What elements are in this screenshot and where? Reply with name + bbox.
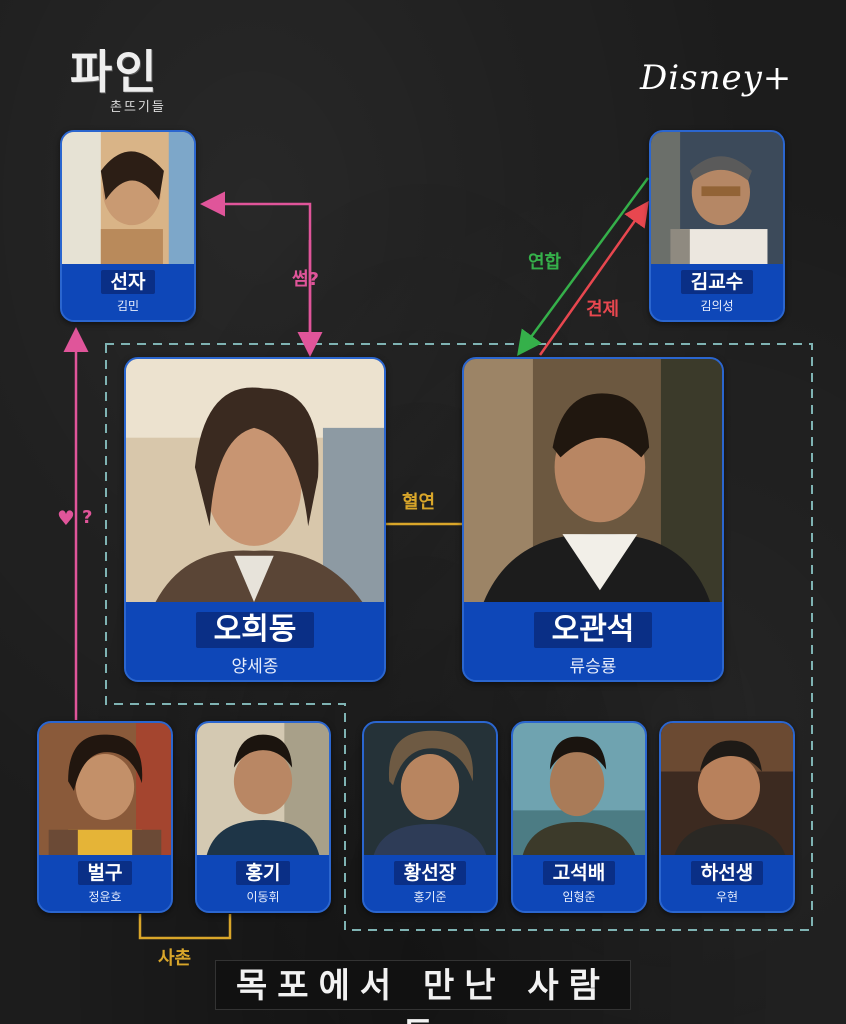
- character-name: 고석배: [542, 861, 616, 885]
- character-card-ohuidong[interactable]: 오희동 양세종: [124, 357, 386, 682]
- character-name: 황선장: [393, 861, 467, 885]
- group-dashed-border: [105, 343, 813, 931]
- character-photo: [464, 359, 722, 602]
- character-card-kimgyosu[interactable]: 김교수 김의성: [649, 130, 785, 322]
- character-info: 오관석 류승룡: [464, 602, 722, 680]
- character-photo: [661, 723, 793, 855]
- actor-name: 류승룡: [569, 657, 617, 677]
- character-info: 황선장 홍기준: [364, 855, 496, 911]
- character-card-goseokbae[interactable]: 고석배 임형준: [511, 721, 647, 913]
- relation-blood-label: 혈연: [402, 492, 436, 513]
- character-name: 하선생: [690, 861, 764, 885]
- relation-some-label: 썸?: [292, 269, 320, 290]
- character-photo: [126, 359, 384, 602]
- character-photo: [651, 132, 783, 264]
- character-photo: [62, 132, 194, 264]
- character-photo: [364, 723, 496, 855]
- character-photo: [197, 723, 329, 855]
- relation-alliance-label: 연합: [528, 252, 562, 273]
- character-name: 오희동: [195, 612, 315, 648]
- check-arrow-line: [538, 200, 649, 356]
- character-info: 고석배 임형준: [513, 855, 645, 911]
- disney-plus-logo: Disney+: [640, 58, 793, 98]
- show-logo-subtitle: 촌뜨기들: [110, 100, 166, 115]
- character-photo: [39, 723, 171, 855]
- actor-name: 김의성: [700, 299, 734, 313]
- character-info: 벌구 정윤호: [39, 855, 171, 911]
- character-card-haseonsaeng[interactable]: 하선생 우현: [659, 721, 795, 913]
- character-name: 김교수: [680, 270, 754, 294]
- character-info: 김교수 김의성: [651, 264, 783, 320]
- cousin-bracket: [138, 914, 232, 940]
- character-card-beolgu[interactable]: 벌구 정윤호: [37, 721, 173, 913]
- character-info: 선자 김민: [62, 264, 194, 320]
- character-card-ohgwanseok[interactable]: 오관석 류승룡: [462, 357, 724, 682]
- relation-check-label: 견제: [586, 299, 620, 320]
- relation-heart-label: ?: [82, 507, 93, 528]
- character-card-seonja[interactable]: 선자 김민: [60, 130, 196, 322]
- actor-name: 우현: [715, 890, 739, 904]
- actor-name: 양세종: [231, 657, 279, 677]
- actor-name: 홍기준: [413, 890, 447, 904]
- character-name: 홍기: [235, 861, 291, 885]
- character-card-honggi[interactable]: 홍기 이동휘: [195, 721, 331, 913]
- character-name: 벌구: [77, 861, 133, 885]
- character-info: 오희동 양세종: [126, 602, 384, 680]
- character-photo: [513, 723, 645, 855]
- character-name: 오관석: [533, 612, 653, 648]
- actor-name: 임형준: [562, 890, 596, 904]
- character-info: 하선생 우현: [661, 855, 793, 911]
- relation-cousin-label: 사촌: [158, 948, 192, 969]
- character-card-hwangseonjang[interactable]: 황선장 홍기준: [362, 721, 498, 913]
- actor-name: 이동휘: [246, 890, 280, 904]
- actor-name: 김민: [116, 299, 140, 313]
- heart-icon: ♥: [57, 506, 75, 530]
- character-info: 홍기 이동휘: [197, 855, 329, 911]
- footer-title: 목포에서 만난 사람들: [215, 960, 631, 1024]
- actor-name: 정윤호: [88, 890, 122, 904]
- show-logo-title: 파인: [70, 45, 159, 99]
- character-name: 선자: [100, 270, 156, 294]
